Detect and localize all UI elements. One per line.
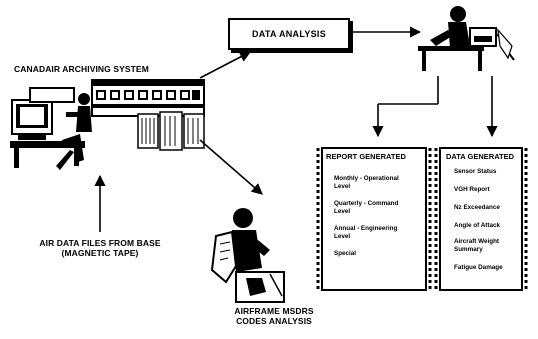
msdrs-line2: CODES ANALYSIS — [236, 316, 312, 326]
archiving-system-label: CANADAIR ARCHIVING SYSTEM — [14, 64, 149, 74]
data-item: Nz Exceedance — [454, 204, 500, 211]
data-item: Angle of Attack — [454, 222, 500, 229]
msdrs-analyst-illustration — [210, 208, 285, 303]
data-document-illustration — [434, 147, 528, 291]
data-item: Aircraft Weight Summary — [454, 238, 500, 253]
flow-arrows — [94, 26, 498, 232]
air-data-files-line2: (MAGNETIC TAPE) — [61, 248, 139, 258]
archiving-workstation-illustration — [10, 87, 92, 170]
msdrs-label: AIRFRAME MSDRS CODES ANALYSIS — [216, 306, 332, 326]
arrow-archiving-to-analysis — [199, 51, 251, 79]
report-item: Quarterly - Command Level — [334, 200, 399, 215]
computer-racks-illustration — [91, 79, 205, 151]
air-data-files-label: AIR DATA FILES FROM BASE (MAGNETIC TAPE) — [18, 238, 182, 258]
data-generated-title: DATA GENERATED — [446, 152, 515, 161]
data-item: Fatigue Damage — [454, 264, 503, 271]
report-item: Annual - Engineering Level — [334, 225, 398, 240]
arrow-archiving-to-msdrs — [199, 139, 263, 195]
data-item: Sensor Status — [454, 168, 497, 175]
msdrs-line1: AIRFRAME MSDRS — [234, 306, 314, 316]
report-item: Special — [334, 250, 357, 257]
report-item: Monthly - Operational Level — [334, 175, 399, 190]
air-data-files-line1: AIR DATA FILES FROM BASE — [39, 238, 161, 248]
report-document-illustration — [316, 147, 432, 291]
analyst-illustration — [418, 6, 515, 71]
report-generated-title: REPORT GENERATED — [326, 152, 406, 161]
data-item: VGH Report — [454, 186, 490, 193]
data-analysis-box: DATA ANALYSIS — [228, 18, 350, 50]
